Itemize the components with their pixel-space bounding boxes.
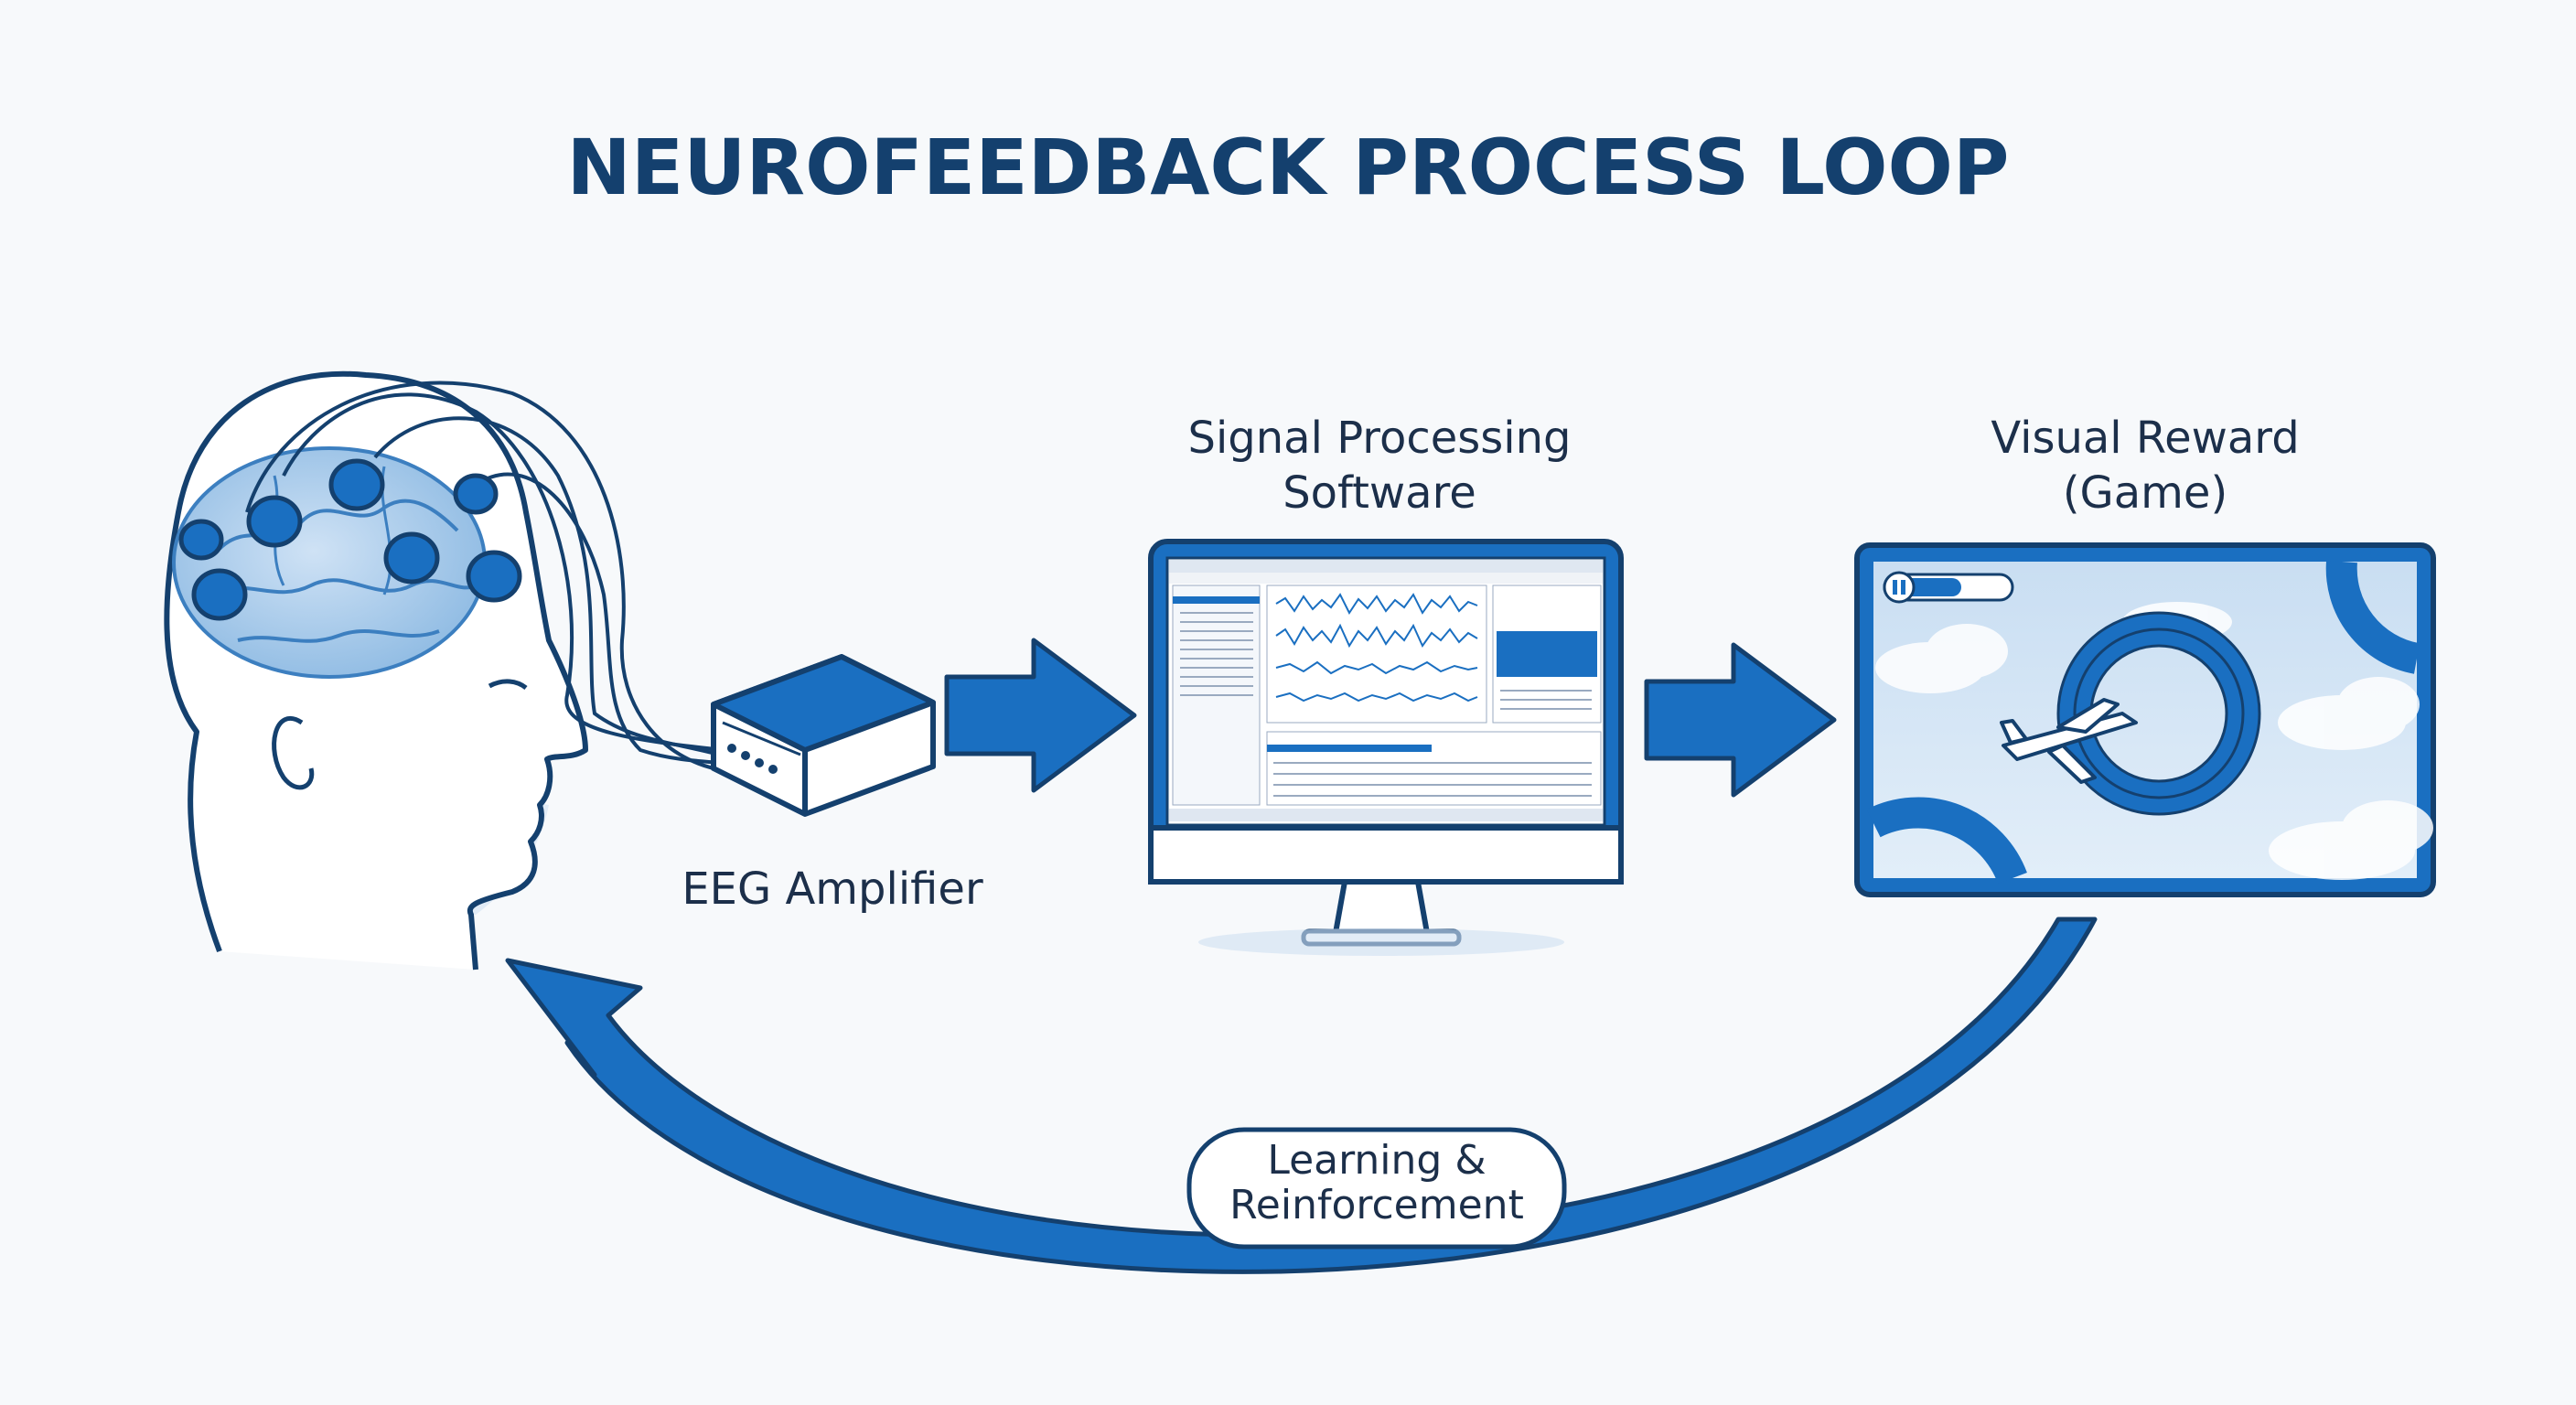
amplifier-label: EEG Amplifier: [682, 863, 983, 915]
arrow-software-to-reward: [1644, 642, 1837, 798]
reward-label-line2: (Game): [2063, 467, 2227, 519]
airplane-game-icon: [1854, 542, 2436, 897]
reward-label-line1: Visual Reward: [1991, 413, 2299, 464]
head-with-eeg-electrodes-icon: [164, 370, 724, 971]
software-label-line2: Software: [1283, 467, 1476, 519]
feedback-label-pill: [1186, 1127, 1567, 1249]
software-screen: [1169, 560, 1603, 821]
software-label-line1: Signal Processing: [1187, 413, 1571, 464]
feedback-label-line1: Learning &: [1267, 1137, 1486, 1184]
page-title: NEUROFEEDBACK PROCESS LOOP: [567, 123, 2010, 212]
feedback-label-line2: Reinforcement: [1229, 1182, 1524, 1228]
arrow-amplifier-to-software: [944, 638, 1137, 793]
eeg-amplifier-box-icon: [711, 654, 936, 817]
feedback-arc-arrow: [505, 917, 2098, 1274]
